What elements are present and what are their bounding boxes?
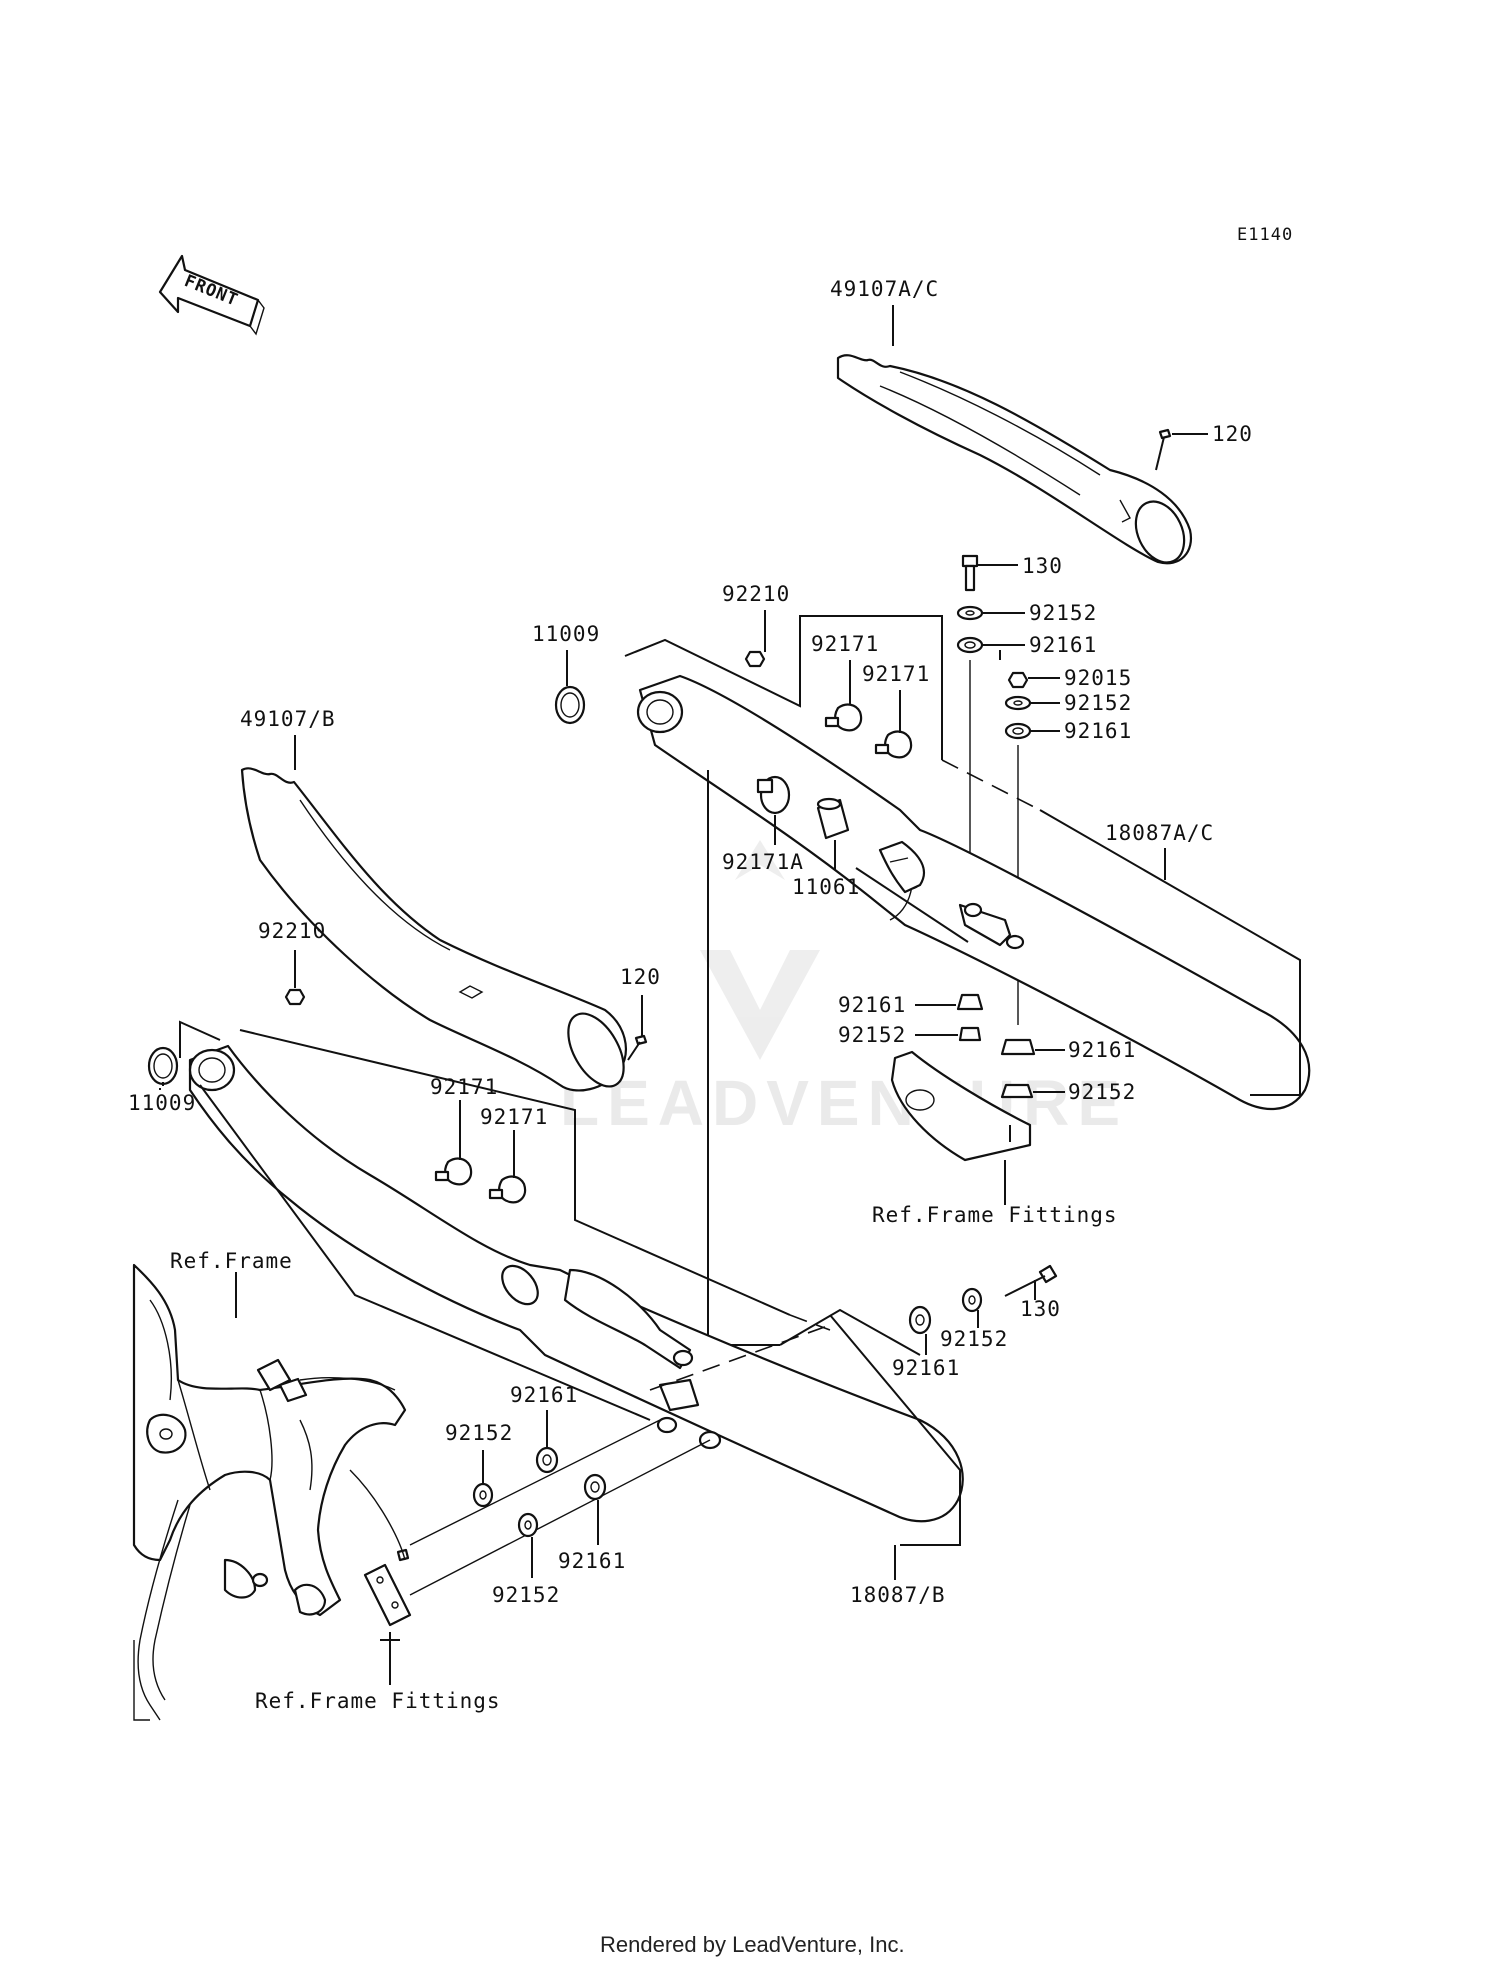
- callout-screw-left: 120: [620, 965, 661, 989]
- callout-washer-lower-r: 92152: [940, 1327, 1008, 1351]
- bolt-top-icon: [961, 554, 979, 592]
- callout-nut-left: 92210: [258, 919, 326, 943]
- nut-left-icon: [284, 988, 306, 1006]
- callout-damper-r3: 92161: [838, 993, 906, 1017]
- washer-lower-1-icon: [472, 1482, 494, 1508]
- callout-clamp-top-1: 92171: [811, 632, 879, 656]
- washer-lower-r-icon: [961, 1287, 983, 1313]
- callout-damper-r4: 92161: [1068, 1038, 1136, 1062]
- washer-r2-icon: [1004, 695, 1032, 711]
- watermark-text: LEADVENTURE: [560, 1067, 1128, 1139]
- callout-shield-right: 49107A/C: [830, 277, 939, 301]
- callout-bolt-lower: 130: [1020, 1297, 1061, 1321]
- callout-clamp-left-2: 92171: [480, 1105, 548, 1129]
- muffler-left: [188, 1044, 964, 1523]
- bolt-lower-icon: [1004, 1264, 1058, 1297]
- clamp-top-1-icon: [824, 703, 863, 732]
- joint-pipe: [878, 840, 926, 894]
- callout-washer-lower-2: 92152: [492, 1583, 560, 1607]
- footer-credit: Rendered by LeadVenture, Inc.: [600, 1932, 905, 1957]
- callout-nut-r: 92015: [1064, 666, 1132, 690]
- washer-lower-2-icon: [517, 1512, 539, 1538]
- callout-screw-right: 120: [1212, 422, 1253, 446]
- washer-r4-icon: [1000, 1083, 1034, 1099]
- callout-washer-r2: 92152: [1064, 691, 1132, 715]
- callout-shield-left: 49107/B: [240, 707, 336, 731]
- callout-sleeve-joint: 11061: [792, 875, 860, 899]
- heat-shield-left: [240, 767, 627, 1092]
- clamp-left-1-icon: [434, 1157, 473, 1186]
- clamp-left-2-icon: [488, 1175, 527, 1204]
- callout-frame-fittings-left: Ref.Frame Fittings: [255, 1689, 501, 1713]
- damper-r4-icon: [1000, 1038, 1036, 1056]
- callout-clamp-joint: 92171A: [722, 850, 804, 874]
- sleeve-joint-icon: [816, 797, 850, 840]
- callout-nut-top: 92210: [722, 582, 790, 606]
- damper-r2-icon: [1004, 722, 1032, 740]
- ref-frame: [132, 1263, 407, 1721]
- callout-clamp-left-1: 92171: [430, 1075, 498, 1099]
- callout-damper-lower-2: 92161: [558, 1549, 626, 1573]
- callout-washer-r1: 92152: [1029, 601, 1097, 625]
- nut-top-icon: [744, 650, 766, 668]
- callout-frame-fittings-right: Ref.Frame Fittings: [872, 1203, 1118, 1227]
- callout-washer-lower-1: 92152: [445, 1421, 513, 1445]
- screw-left-icon: [627, 1034, 648, 1061]
- muffler-right: [636, 674, 1311, 1110]
- callout-damper-r1: 92161: [1029, 633, 1097, 657]
- gasket-left-icon: [147, 1046, 179, 1086]
- callout-ref-frame: Ref.Frame: [170, 1249, 293, 1273]
- callout-washer-r3: 92152: [838, 1023, 906, 1047]
- callout-damper-lower-1: 92161: [510, 1383, 578, 1407]
- callout-muffler-right: 18087A/C: [1105, 821, 1214, 845]
- frame-fitting-right: [890, 1050, 1032, 1162]
- callout-gasket-left: 11009: [128, 1091, 196, 1115]
- callout-muffler-left: 18087/B: [850, 1583, 946, 1607]
- clamp-joint-icon: [756, 775, 791, 815]
- callout-clamp-top-2: 92171: [862, 662, 930, 686]
- gasket-top-icon: [554, 685, 586, 725]
- front-arrow-icon: FRONT: [158, 254, 265, 336]
- screw-right-icon: [1155, 428, 1172, 471]
- callout-damper-lower-r: 92161: [892, 1356, 960, 1380]
- frame-fitting-left: [363, 1548, 412, 1627]
- damper-r3-icon: [956, 993, 984, 1011]
- callout-gasket-top: 11009: [532, 622, 600, 646]
- heat-shield-right: [836, 354, 1193, 565]
- damper-r1-icon: [956, 636, 984, 654]
- callout-washer-r4: 92152: [1068, 1080, 1136, 1104]
- washer-r3-icon: [958, 1026, 982, 1042]
- diagram-code: E1140: [1237, 225, 1293, 245]
- damper-lower-r-icon: [908, 1305, 932, 1335]
- nut-r-icon: [1007, 671, 1029, 689]
- callout-damper-r2: 92161: [1064, 719, 1132, 743]
- damper-lower-2-icon: [583, 1473, 607, 1501]
- clamp-top-2-icon: [874, 730, 913, 759]
- callout-bolt-right: 130: [1022, 554, 1063, 578]
- damper-lower-1-icon: [535, 1446, 559, 1474]
- washer-r1-icon: [956, 605, 984, 621]
